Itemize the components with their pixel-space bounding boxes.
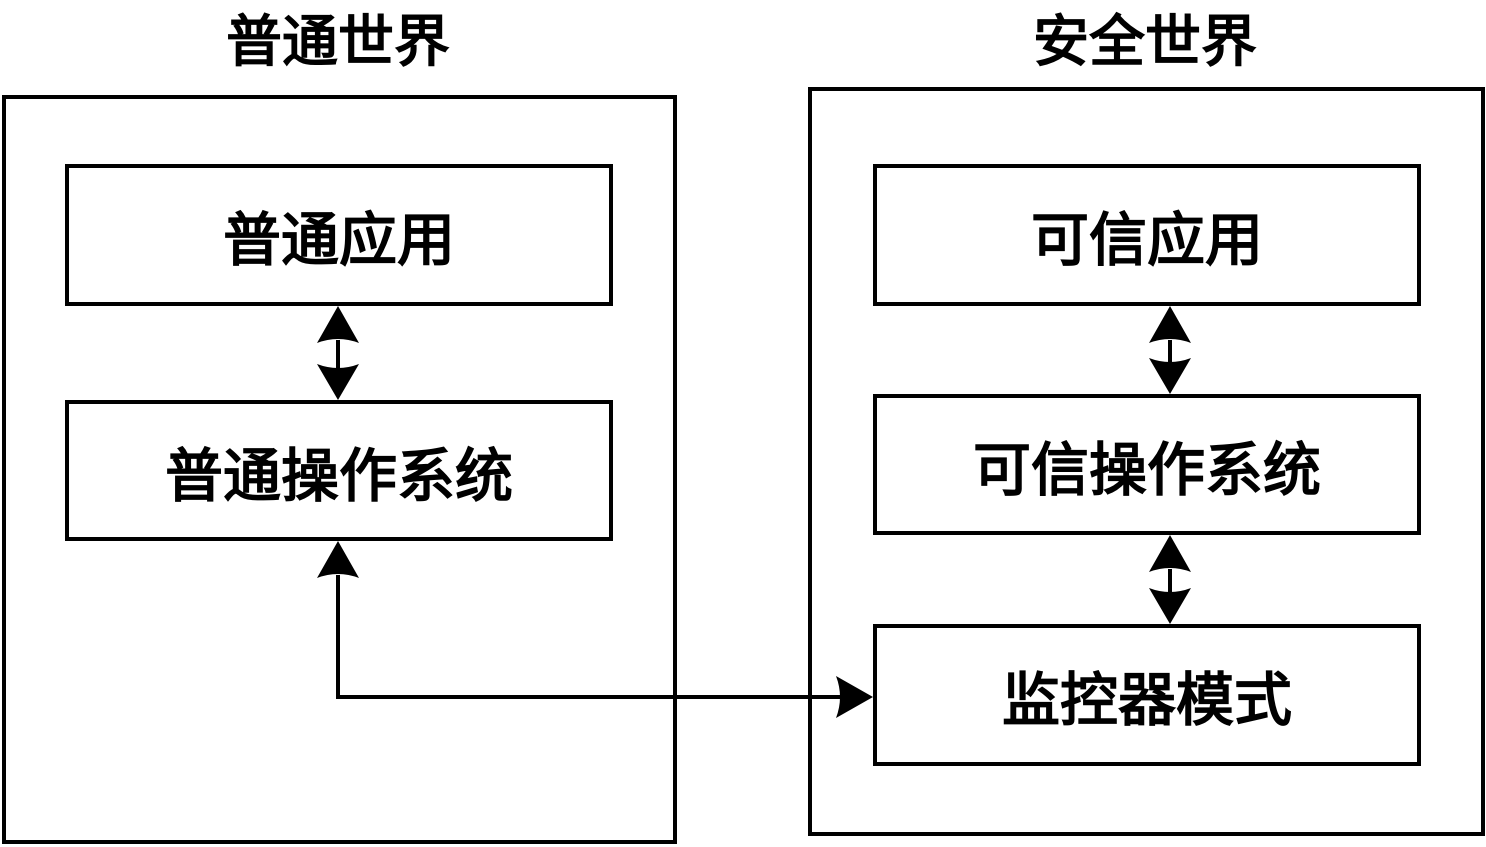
normal-world-title: 普通世界 (226, 9, 450, 75)
normal-os-block: 普通操作系统 (65, 400, 613, 541)
trusted-app-os-double-arrow (1149, 306, 1191, 394)
monitor-mode-block: 监控器模式 (873, 624, 1421, 766)
monitor-mode-label: 监控器模式 (1001, 666, 1292, 734)
normal-app-os-double-arrow (317, 306, 359, 400)
normal-app-label: 普通应用 (222, 206, 455, 274)
trusted-app-block: 可信应用 (873, 164, 1421, 306)
trusted-os-monitor-double-arrow (1149, 535, 1191, 624)
trusted-os-block: 可信操作系统 (873, 394, 1421, 535)
normal-app-block: 普通应用 (65, 164, 613, 306)
secure-world-title: 安全世界 (1033, 9, 1257, 75)
trusted-os-label: 可信操作系统 (972, 435, 1321, 504)
secure-world-frame (808, 87, 1485, 836)
trusted-app-label: 可信应用 (1030, 206, 1263, 274)
normal-world-frame (2, 95, 677, 844)
normal-os-monitor-connector (317, 541, 873, 718)
normal-os-label: 普通操作系统 (164, 441, 513, 510)
